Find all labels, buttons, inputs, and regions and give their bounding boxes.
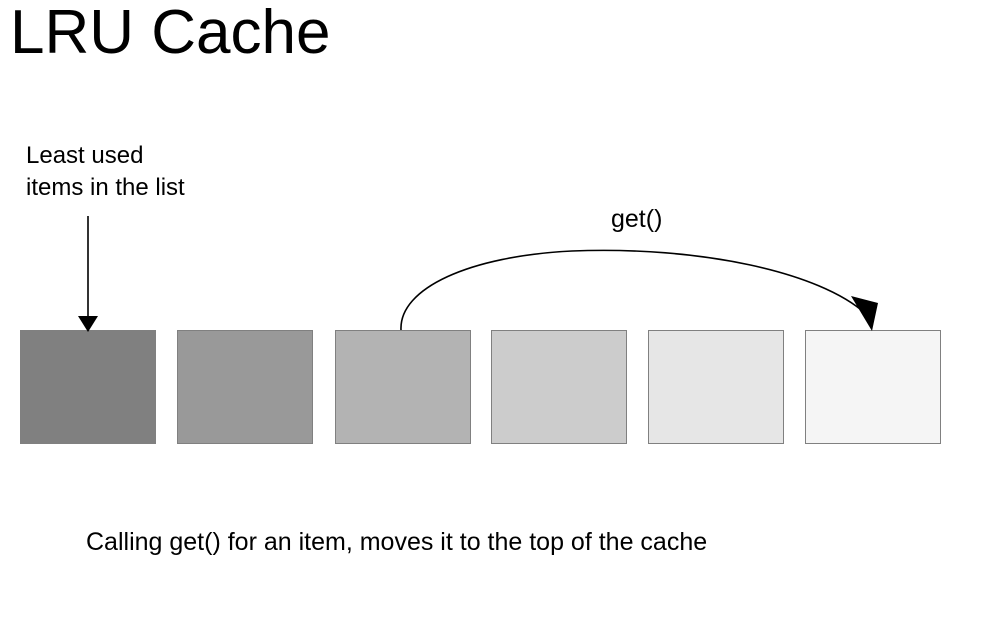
least-used-arrow: [78, 216, 98, 332]
diagram-caption: Calling get() for an item, moves it to t…: [86, 528, 708, 556]
get-arrow-label: get(): [611, 205, 663, 233]
cache-box-4[interactable]: [491, 330, 627, 444]
cache-box-5[interactable]: [648, 330, 784, 444]
cache-box-2[interactable]: [177, 330, 313, 444]
least-used-label: Least used items in the list: [26, 140, 185, 204]
least-used-arrow-head: [78, 316, 98, 332]
cache-box-6[interactable]: [805, 330, 941, 444]
least-used-label-line-2: items in the list: [26, 174, 185, 201]
get-curved-arrow: [400, 249, 878, 331]
get-curved-arrow-shaft: [400, 249, 867, 331]
page-title: LRU Cache: [10, 0, 331, 67]
cache-box-3[interactable]: [335, 330, 471, 444]
least-used-label-line-1: Least used: [26, 142, 144, 169]
cache-box-1[interactable]: [20, 330, 156, 444]
get-curved-arrow-head: [851, 296, 878, 331]
